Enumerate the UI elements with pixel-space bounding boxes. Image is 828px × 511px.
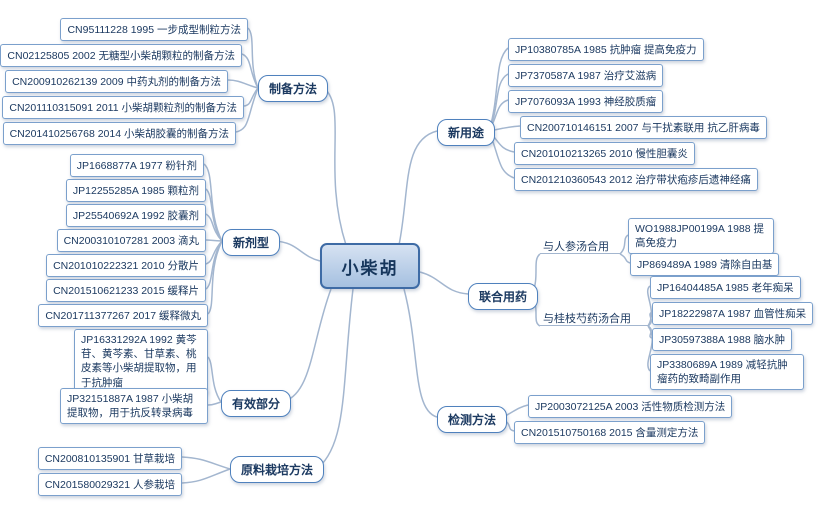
link bbox=[207, 401, 222, 406]
link bbox=[205, 240, 223, 265]
link bbox=[273, 240, 321, 262]
link bbox=[284, 288, 332, 402]
patent-leaf[interactable]: WO1988JP00199A 1988 提高免疫力 bbox=[628, 218, 774, 255]
patent-leaf[interactable]: CN201010222321 2010 分散片 bbox=[46, 254, 206, 277]
patent-leaf[interactable]: JP10380785A 1985 抗肿瘤 提高免疫力 bbox=[508, 38, 704, 61]
subtopic-with-ginseng-decoction[interactable]: 与人参汤合用 bbox=[540, 238, 620, 254]
link bbox=[205, 188, 223, 242]
patent-leaf[interactable]: CN201510621233 2015 缓释片 bbox=[46, 279, 206, 302]
branch-preparation-methods[interactable]: 制备方法 bbox=[258, 75, 329, 102]
patent-leaf[interactable]: JP32151887A 1987 小柴胡提取物，用于抗反转录病毒 bbox=[60, 388, 208, 425]
patent-leaf[interactable]: CN200710146151 2007 与干扰素联用 抗乙肝病毒 bbox=[520, 116, 767, 139]
patent-leaf[interactable]: JP7370587A 1987 治疗艾滋病 bbox=[508, 64, 664, 87]
link bbox=[419, 271, 469, 295]
branch-new-dosage-forms[interactable]: 新剂型 bbox=[222, 229, 281, 256]
patent-leaf[interactable]: JP1668877A 1977 粉针剂 bbox=[69, 154, 204, 177]
subtopic-with-guizhi-shaoyao-decoction[interactable]: 与桂枝芍药汤合用 bbox=[540, 310, 648, 326]
patent-leaf[interactable]: JP30597388A 1988 脑水肿 bbox=[652, 328, 793, 351]
patent-leaf[interactable]: JP3380689A 1989 减轻抗肿瘤药的致畸副作用 bbox=[650, 354, 804, 391]
central-topic[interactable]: 小柴胡 bbox=[320, 243, 420, 289]
patent-leaf[interactable]: JP12255285A 1985 颗粒剂 bbox=[65, 179, 206, 202]
branch-effective-parts[interactable]: 有效部分 bbox=[221, 390, 292, 417]
link bbox=[207, 356, 222, 403]
patent-leaf[interactable]: CN201210360543 2012 治疗带状疱疹后遗神经痛 bbox=[514, 168, 758, 191]
patent-leaf[interactable]: CN201010213265 2010 慢性胆囊炎 bbox=[514, 142, 695, 165]
branch-new-uses[interactable]: 新用途 bbox=[437, 119, 496, 146]
link bbox=[398, 130, 438, 246]
patent-leaf[interactable]: CN201580029321 人参栽培 bbox=[37, 473, 182, 496]
link bbox=[227, 79, 259, 89]
patent-leaf[interactable]: JP7076093A 1993 神经胶质瘤 bbox=[508, 90, 664, 113]
patent-leaf[interactable]: JP18222987A 1987 血管性痴呆 bbox=[652, 302, 814, 325]
link bbox=[181, 468, 231, 484]
patent-leaf[interactable]: CN95111228 1995 一步成型制粒方法 bbox=[60, 18, 248, 41]
link bbox=[403, 288, 438, 418]
link bbox=[207, 240, 223, 315]
branch-raw-material-cultivation[interactable]: 原料栽培方法 bbox=[230, 456, 325, 483]
link bbox=[243, 87, 259, 107]
link bbox=[488, 47, 509, 132]
patent-leaf[interactable]: JP16331292A 1992 黄芩苷、黄芩素、甘草素、桃皮素等小柴胡提取物，… bbox=[74, 329, 208, 394]
patent-leaf[interactable]: CN200310107281 2003 滴丸 bbox=[56, 229, 206, 252]
link bbox=[181, 456, 231, 470]
link bbox=[241, 53, 259, 89]
link bbox=[205, 239, 223, 242]
patent-leaf[interactable]: JP16404485A 1985 老年痴呆 bbox=[650, 276, 801, 299]
branch-combination-therapy[interactable]: 联合用药 bbox=[468, 283, 539, 310]
patent-leaf[interactable]: CN201510750168 2015 含量测定方法 bbox=[514, 421, 706, 444]
link bbox=[205, 213, 223, 242]
patent-leaf[interactable]: CN200910262139 2009 中药丸剂的制备方法 bbox=[5, 70, 228, 93]
link bbox=[247, 27, 259, 89]
link bbox=[619, 234, 629, 255]
link bbox=[317, 288, 354, 469]
link bbox=[619, 253, 631, 264]
patent-leaf[interactable]: CN201711377267 2017 缓释微丸 bbox=[38, 304, 208, 327]
patent-leaf[interactable]: CN200810135901 甘草栽培 bbox=[37, 447, 182, 470]
link bbox=[323, 87, 347, 246]
link bbox=[205, 240, 223, 290]
patent-leaf[interactable]: JP2003072125A 2003 活性物质检测方法 bbox=[528, 395, 733, 418]
patent-leaf[interactable]: JP25540692A 1992 胶囊剂 bbox=[65, 204, 206, 227]
patent-leaf[interactable]: CN02125805 2002 无糖型小柴胡颗粒的制备方法 bbox=[0, 44, 242, 67]
branch-detection-methods[interactable]: 检测方法 bbox=[437, 406, 508, 433]
patent-leaf[interactable]: CN201410256768 2014 小柴胡胶囊的制备方法 bbox=[2, 122, 236, 145]
link bbox=[203, 163, 223, 242]
patent-leaf[interactable]: CN201110315091 2011 小柴胡颗粒剂的制备方法 bbox=[2, 96, 244, 119]
patent-leaf[interactable]: JP869489A 1989 清除自由基 bbox=[630, 253, 780, 276]
